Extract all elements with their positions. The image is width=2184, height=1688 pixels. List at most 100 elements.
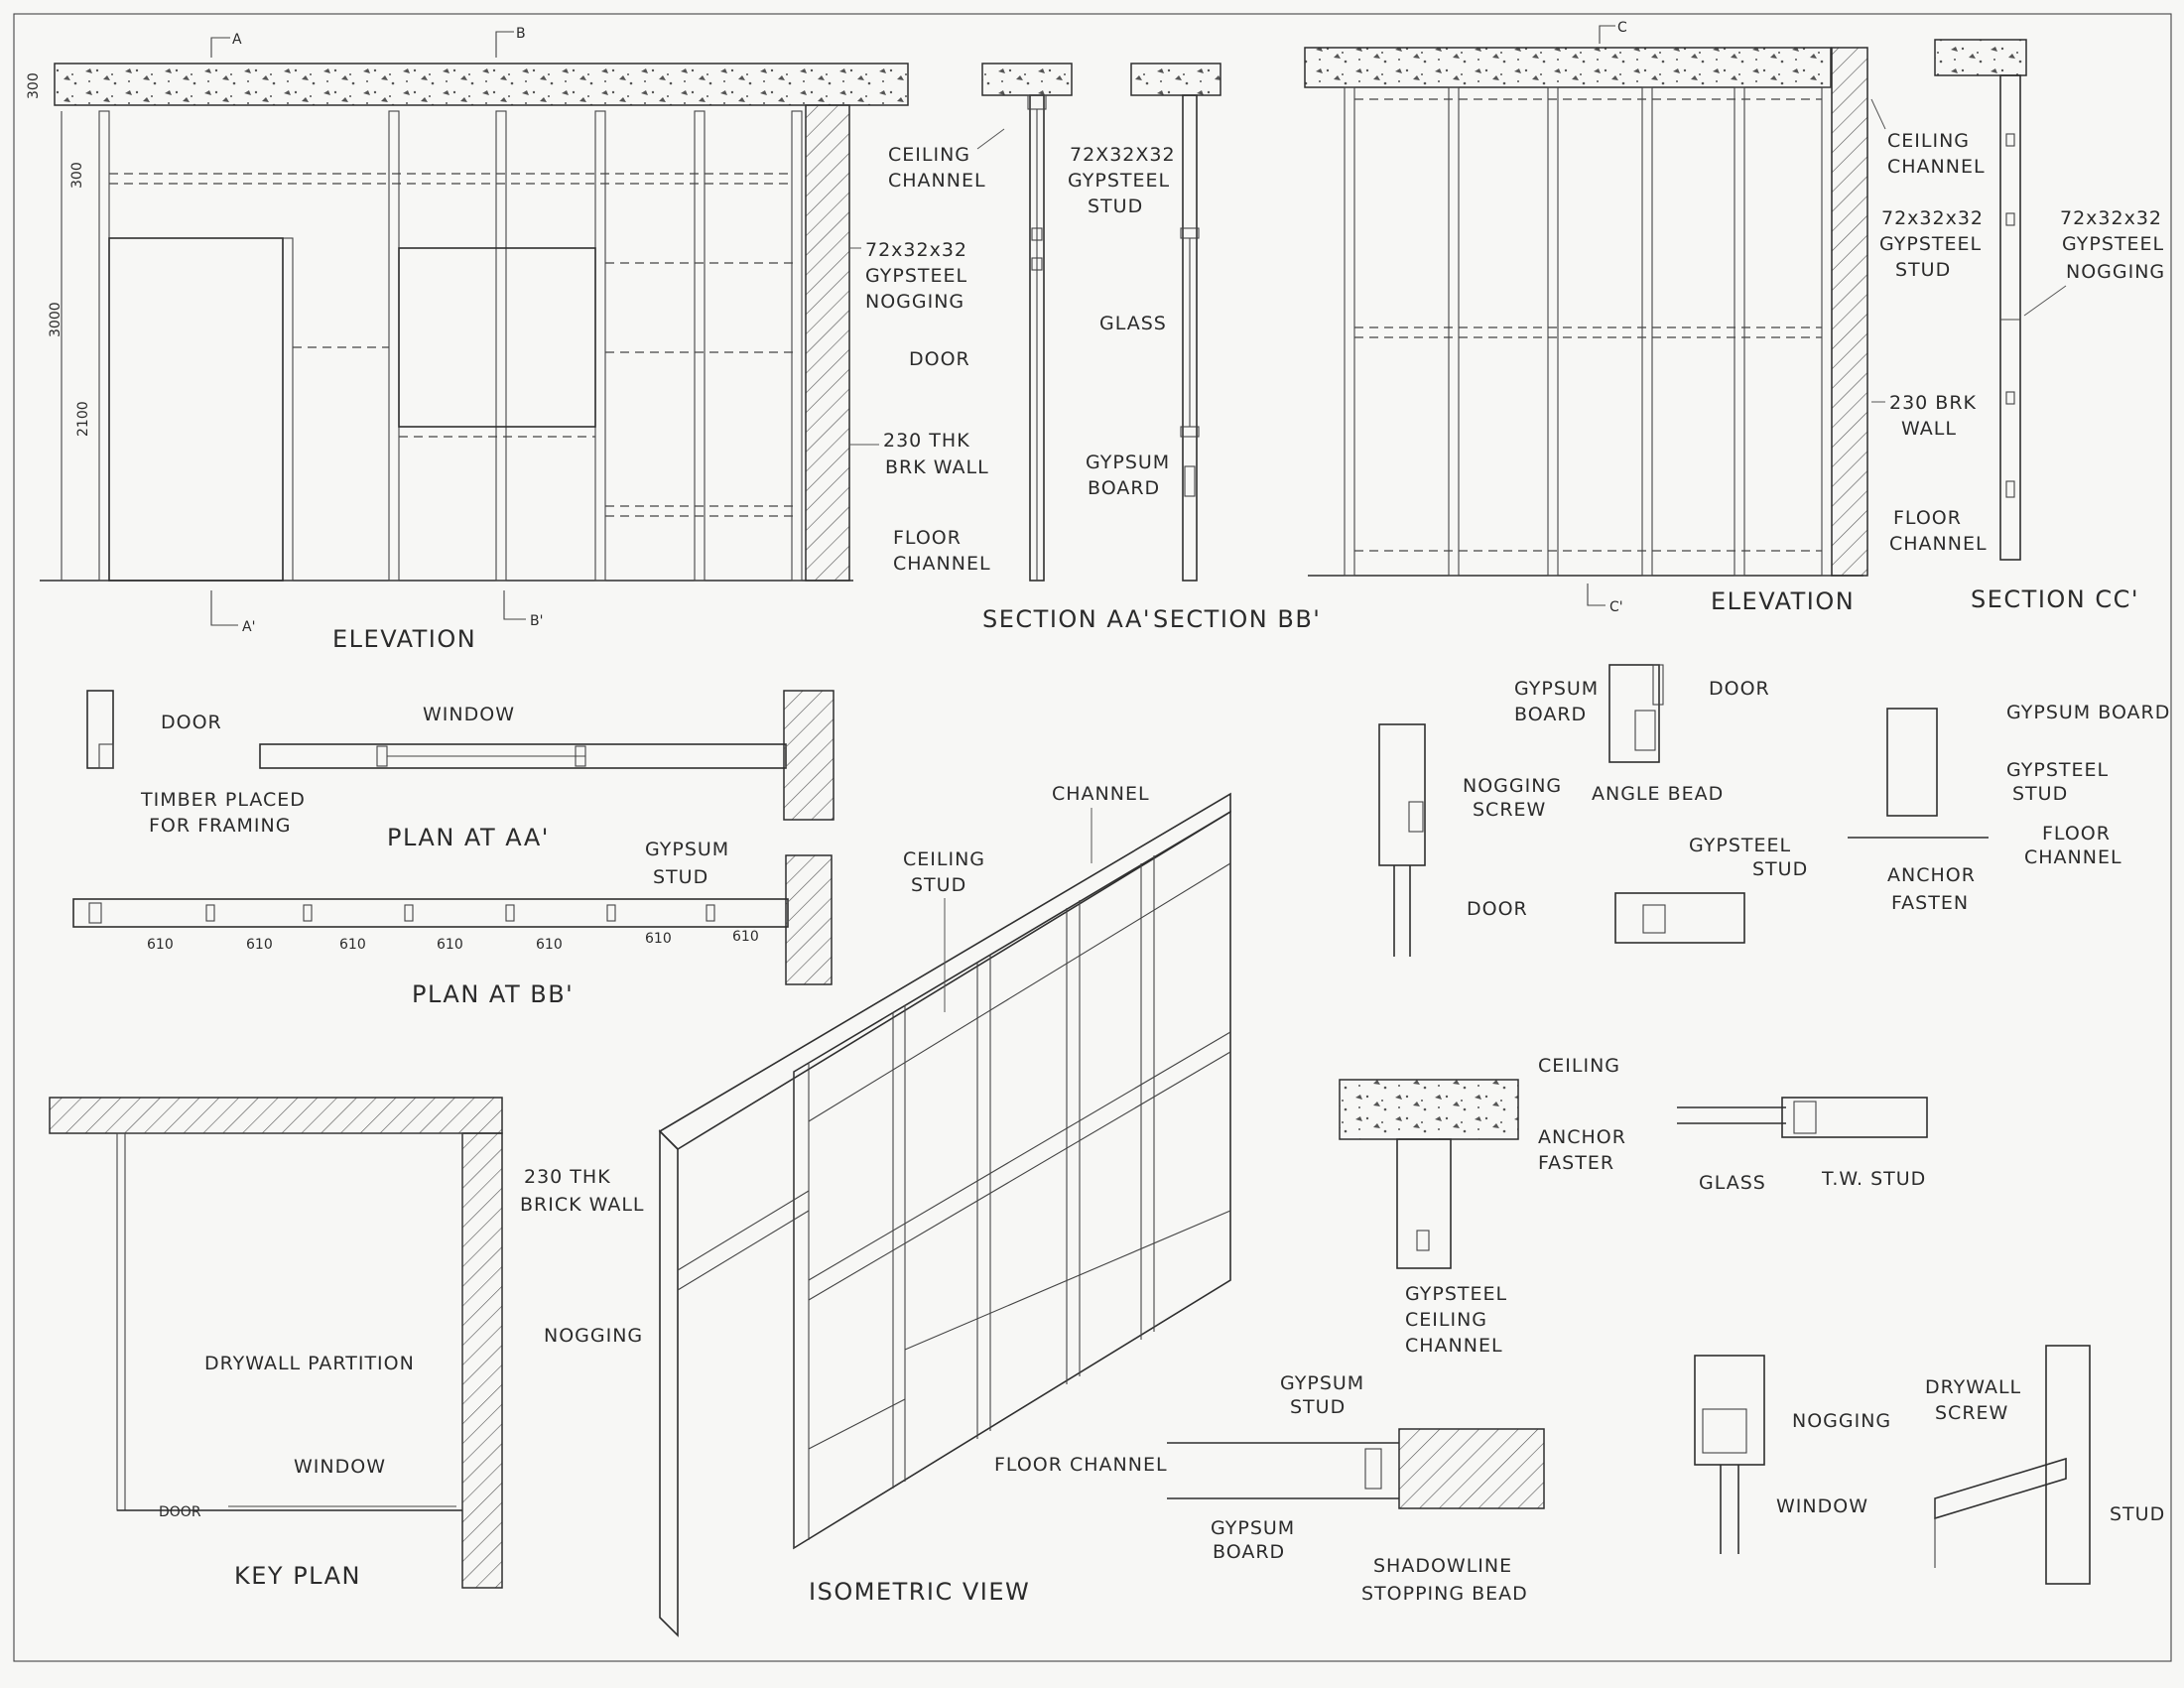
isometric-view: CHANNEL CEILING STUD NOGGING FLOOR CHANN… bbox=[544, 783, 1231, 1637]
label-glass: GLASS bbox=[1699, 1172, 1766, 1194]
sheet-border bbox=[13, 13, 2172, 1662]
spacing-dim: 610 bbox=[339, 937, 366, 953]
label-stud: STUD bbox=[1752, 858, 1808, 880]
label-stud: STUD bbox=[2012, 783, 2068, 805]
elevation-1: 300 300 3000 2100 A B A' B' ELEVA bbox=[26, 26, 1005, 653]
label-stud-size: 72x32x32 bbox=[1881, 207, 1984, 229]
brick-wall bbox=[805, 104, 850, 582]
label-gypsteel: GYPSTEEL bbox=[1068, 170, 1170, 192]
label-window: WINDOW bbox=[1776, 1495, 1868, 1517]
label-gypsum: GYPSUM bbox=[1211, 1517, 1295, 1539]
label-channel: CHANNEL bbox=[1887, 156, 1986, 178]
label-board: BOARD bbox=[1514, 704, 1587, 725]
spacing-dim: 610 bbox=[536, 937, 563, 953]
detail-ceiling-channel: CEILING ANCHOR FASTER GYPSTEEL CEILING C… bbox=[1339, 1055, 1626, 1357]
label-glass: GLASS bbox=[1099, 313, 1167, 334]
dim-300-top: 300 bbox=[26, 72, 42, 99]
detail-drywall-screw: DRYWALL SCREW STUD bbox=[1925, 1345, 2165, 1585]
label-floor-channel-2: CHANNEL bbox=[893, 553, 991, 575]
spacing-dims: 610 610 610 610 610 610 610 bbox=[147, 929, 759, 953]
label-door: DOOR bbox=[1467, 898, 1528, 920]
label-ceiling: CEILING bbox=[1887, 130, 1970, 152]
label-nogging: NOGGING bbox=[544, 1325, 643, 1347]
label-board: BOARD bbox=[1088, 477, 1160, 499]
key-plan: 230 THK BRICK WALL DRYWALL PARTITION WIN… bbox=[49, 1097, 645, 1590]
elev1-title: ELEVATION bbox=[332, 625, 476, 653]
label-nogging: 72x32x32 bbox=[865, 239, 967, 261]
section-aa: SECTION AA' bbox=[981, 63, 1151, 633]
detail-door-jamb: NOGGING SCREW DOOR bbox=[1378, 723, 1561, 957]
label-gypsteel: GYPSTEEL bbox=[1405, 1283, 1507, 1305]
label-stud: STUD bbox=[1088, 195, 1143, 217]
label-channel: CHANNEL bbox=[1052, 783, 1150, 805]
label-nogging-2: GYPSTEEL bbox=[865, 265, 967, 287]
iso-title: ISOMETRIC VIEW bbox=[809, 1578, 1030, 1606]
label-stud: STUD bbox=[2110, 1503, 2165, 1525]
label-stud: STUD bbox=[1290, 1396, 1346, 1418]
label-gypsteel: GYPSTEEL bbox=[1689, 835, 1791, 856]
label-stopping-bead: STOPPING BEAD bbox=[1361, 1583, 1528, 1605]
plan-aa: DOOR WINDOW TIMBER PLACED FOR FRAMING PL… bbox=[86, 690, 835, 851]
elevation-2: C C' ELEVATION CEILING CHANNEL 72x32x32 … bbox=[1304, 20, 1988, 615]
sec-cc-title: SECTION CC' bbox=[1971, 585, 2139, 613]
ceiling-slab bbox=[54, 63, 909, 106]
label-ceiling: CEILING bbox=[903, 848, 985, 870]
label-gypsum: GYPSUM bbox=[645, 839, 729, 860]
label-gypsum: GYPSUM bbox=[1514, 678, 1599, 700]
label-nog-size: 72x32x32 bbox=[2060, 207, 2162, 229]
label-ceiling: CEILING bbox=[1405, 1309, 1487, 1331]
label-brk-wall: 230 THK bbox=[883, 430, 970, 452]
label-tw-stud: T.W. STUD bbox=[1821, 1168, 1926, 1190]
spacing-dim: 610 bbox=[437, 937, 463, 953]
label-screw: SCREW bbox=[1473, 799, 1546, 821]
spacing-dim: 610 bbox=[732, 929, 759, 945]
label-floor: FLOOR bbox=[2042, 823, 2111, 844]
label-door: DOOR bbox=[909, 348, 970, 370]
label-gypsteel: GYPSTEEL bbox=[2006, 759, 2109, 781]
label-nogging: NOGGING bbox=[1792, 1410, 1891, 1432]
detail-glass-stud: GLASS T.W. STUD bbox=[1677, 1097, 1928, 1194]
plan-bb-title: PLAN AT BB' bbox=[412, 980, 574, 1008]
section-bb: 72X32X32 GYPSTEEL STUD GLASS GYPSUM BOAR… bbox=[1068, 63, 1321, 633]
label-floor-channel: CHANNEL bbox=[1889, 533, 1988, 555]
plan-bb: GYPSUM STUD 610 610 610 610 610 610 610 … bbox=[72, 839, 833, 1008]
spacing-dim: 610 bbox=[246, 937, 273, 953]
label-window: WINDOW bbox=[423, 704, 515, 725]
label-channel: CHANNEL bbox=[1405, 1335, 1503, 1357]
label-nogging-3: NOGGING bbox=[865, 291, 964, 313]
sec-bb-title: SECTION BB' bbox=[1153, 605, 1321, 633]
glass-opening bbox=[398, 247, 596, 428]
label-shadowline: SHADOWLINE bbox=[1373, 1555, 1512, 1577]
label-wall: WALL bbox=[1901, 418, 1957, 440]
label-gypsteel: GYPSTEEL bbox=[2062, 233, 2164, 255]
label-timber: TIMBER PLACED bbox=[140, 789, 306, 811]
label-gypsum-board: GYPSUM BOARD bbox=[2006, 702, 2170, 723]
dim-3000: 3000 bbox=[48, 302, 64, 337]
label-stud: STUD bbox=[1895, 259, 1951, 281]
label-brick: 230 THK bbox=[524, 1166, 611, 1188]
sec-aa-title: SECTION AA' bbox=[982, 605, 1151, 633]
mark-a: A bbox=[232, 32, 242, 48]
detail-angle-bead: GYPSUM BOARD DOOR ANGLE BEAD bbox=[1514, 664, 1769, 805]
key-plan-title: KEY PLAN bbox=[234, 1562, 361, 1590]
spacing-dim: 610 bbox=[147, 937, 174, 953]
label-for-framing: FOR FRAMING bbox=[149, 815, 291, 837]
label-stud: STUD bbox=[911, 874, 966, 896]
label-channel: CHANNEL bbox=[2024, 846, 2122, 868]
label-ceiling-channel-2: CHANNEL bbox=[888, 170, 986, 192]
label-gypsum: GYPSUM bbox=[1086, 452, 1170, 473]
label-door: DOOR bbox=[159, 1504, 201, 1520]
label-brick-wall: BRICK WALL bbox=[520, 1194, 645, 1216]
label-gypsum: GYPSUM bbox=[1280, 1372, 1364, 1394]
label-anchor: ANCHOR bbox=[1887, 864, 1976, 886]
label-board: BOARD bbox=[1213, 1541, 1285, 1563]
label-floor-channel: FLOOR CHANNEL bbox=[994, 1454, 1168, 1476]
spacing-dim: 610 bbox=[645, 931, 672, 947]
mark-c-prime: C' bbox=[1609, 599, 1623, 615]
mark-c: C bbox=[1617, 20, 1627, 36]
label-stud: STUD bbox=[653, 866, 708, 888]
label-anchor: ANCHOR bbox=[1538, 1126, 1626, 1148]
label-door: DOOR bbox=[161, 712, 222, 733]
dim-300: 300 bbox=[69, 162, 85, 189]
